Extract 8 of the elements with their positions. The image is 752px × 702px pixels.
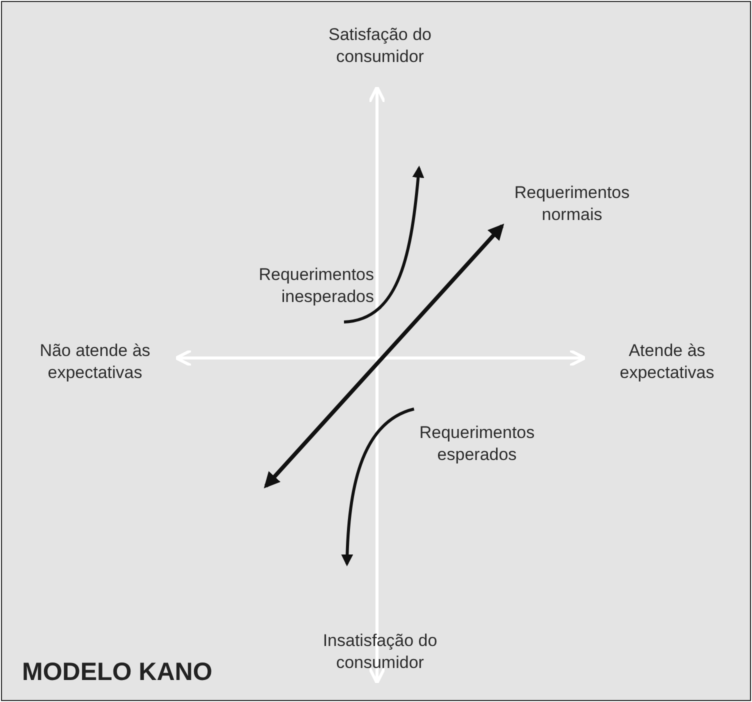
axis-label: Requerimentos inesperados	[258, 264, 374, 308]
axis-label: Não atende às expectativas	[38, 340, 152, 384]
axis-label: Requerimentos esperados	[418, 422, 536, 466]
diagram-title: MODELO KANO	[22, 658, 212, 687]
axis-label: Insatisfação do consumidor	[322, 630, 438, 674]
axis-label: Satisfação do consumidor	[327, 24, 432, 68]
axis-label: Requerimentos normais	[513, 182, 631, 226]
axis-label: Atende às expectativas	[618, 340, 716, 384]
